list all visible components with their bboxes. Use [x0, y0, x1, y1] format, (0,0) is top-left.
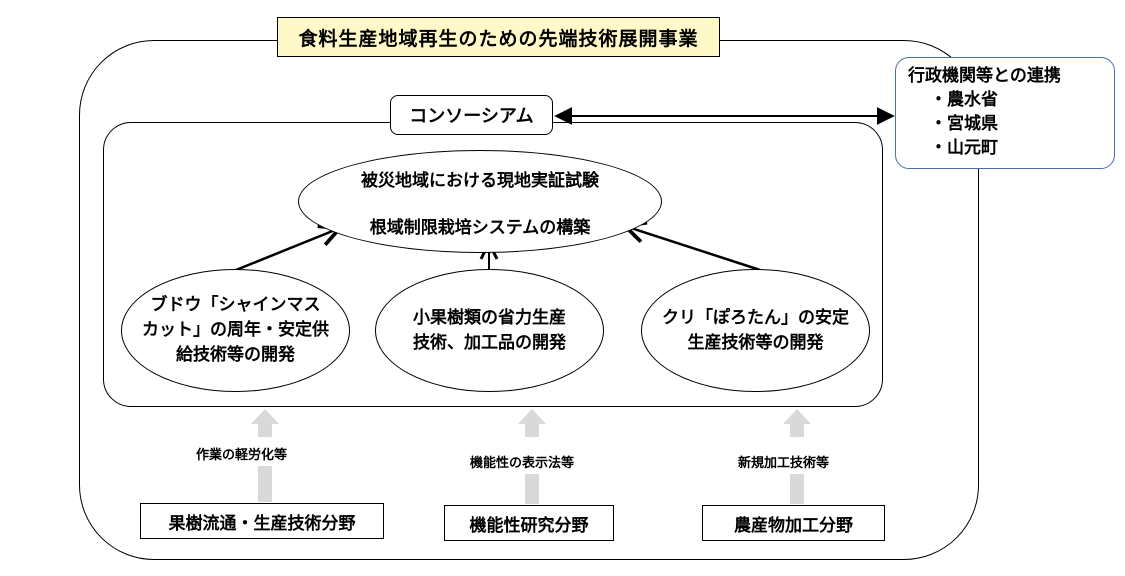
small-fruit-project-ellipse: 小果樹類の省力生産 技術、加工品の開発 [375, 269, 604, 392]
government-item-maff: ・農水省 [930, 90, 998, 110]
small-fruit-line-2: 技術、加工品の開発 [413, 332, 566, 353]
arrow-label-processing: 新規加工技術等 [738, 456, 830, 471]
goal-line-2: 根域制限栽培システムの構築 [369, 217, 591, 238]
goal-line-1: 被災地域における現地実証試験 [361, 170, 599, 191]
chestnut-line-2: 生産技術等の開発 [687, 332, 824, 353]
chestnut-project-ellipse: クリ「ぽろたん」の安定 生産技術等の開発 [641, 269, 870, 392]
project-title: 食料生産地域再生のための先端技術展開事業 [277, 17, 720, 57]
government-cooperation-box: 行政機関等との連携 ・農水省 ・宮城県 ・山元町 [895, 57, 1115, 169]
grape-line-1: ブドウ「シャインマス [150, 295, 321, 315]
arrow-label-labor: 作業の軽労化等 [196, 448, 288, 463]
field-fruit-distribution: 果樹流通・生産技術分野 [140, 503, 384, 539]
grape-line-2: カット」の周年・安定供 [142, 320, 329, 340]
small-fruit-line-1: 小果樹類の省力生産 [413, 307, 566, 328]
field-agri-processing: 農産物加工分野 [702, 505, 885, 541]
goal-ellipse: 被災地域における現地実証試験 根域制限栽培システムの構築 [298, 150, 662, 253]
grape-project-ellipse: ブドウ「シャインマス カット」の周年・安定供 給技術等の開発 [121, 269, 350, 392]
government-item-yamamoto: ・山元町 [930, 138, 998, 158]
government-heading: 行政機関等との連携 [908, 66, 1061, 86]
government-item-miyagi: ・宮城県 [930, 114, 998, 134]
field-functional-research: 機能性研究分野 [444, 505, 614, 541]
chestnut-line-1: クリ「ぽろたん」の安定 [662, 307, 849, 328]
grape-line-3: 給技術等の開発 [176, 345, 295, 365]
arrow-label-functional: 機能性の表示法等 [470, 456, 575, 471]
consortium-box: コンソーシアム [390, 95, 553, 135]
